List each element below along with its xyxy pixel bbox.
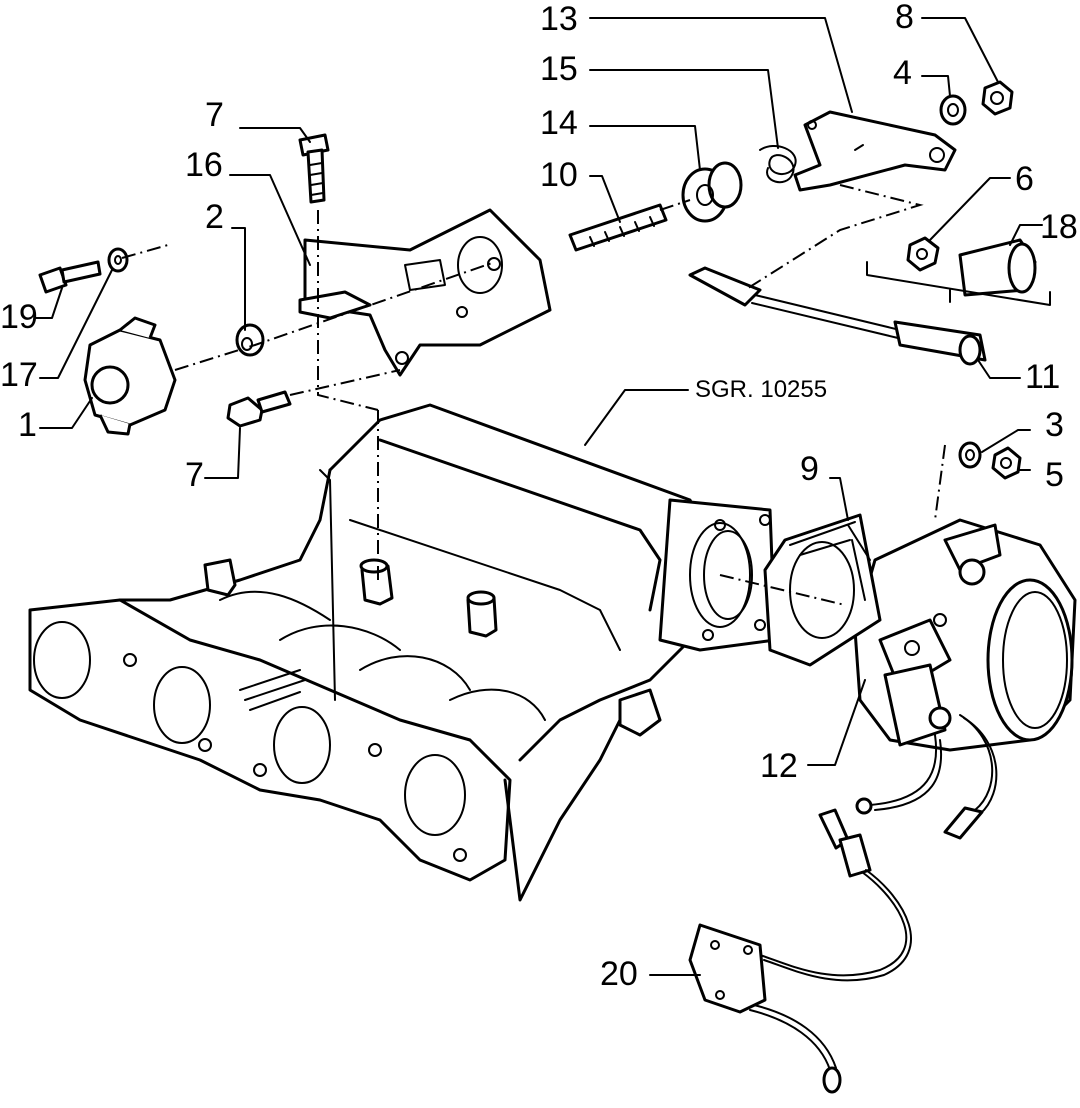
callout-5: 5 <box>1045 456 1064 494</box>
rod-cap <box>958 238 1037 297</box>
linkage-rod <box>688 266 987 366</box>
intake-manifold <box>28 403 777 902</box>
callout-4: 4 <box>893 54 912 92</box>
return-spring <box>759 145 797 184</box>
gasket <box>763 513 882 667</box>
callout-13: 13 <box>540 0 578 38</box>
temperature-sensor <box>688 808 912 1094</box>
group-bracket-6-18 <box>866 261 1051 306</box>
callout-19: 19 <box>0 298 38 336</box>
clip <box>235 323 265 357</box>
leader-lines <box>35 17 1043 976</box>
callout-6: 6 <box>1015 160 1034 198</box>
nut-throttle <box>991 446 1022 480</box>
callout-3: 3 <box>1045 406 1064 444</box>
throttle-position-sensor <box>83 316 177 436</box>
callout-12: 12 <box>760 747 798 785</box>
callout-17: 17 <box>0 356 38 394</box>
washer-throttle <box>958 441 982 469</box>
callout-18: 18 <box>1040 208 1078 246</box>
callout-10: 10 <box>540 156 578 194</box>
callout-7-lower: 7 <box>185 456 204 494</box>
callouts: 7 16 2 19 17 1 7 13 15 14 10 8 4 6 18 11… <box>0 0 1078 993</box>
callout-14: 14 <box>540 104 578 142</box>
callout-9: 9 <box>800 450 819 488</box>
callout-16: 16 <box>185 146 223 184</box>
callout-11: 11 <box>1025 358 1060 396</box>
callout-7-upper: 7 <box>205 96 224 134</box>
callout-20: 20 <box>600 955 638 993</box>
screw <box>38 260 102 294</box>
nut-rod <box>906 236 940 272</box>
bolt-lower <box>226 390 292 428</box>
washer-lever <box>939 94 967 126</box>
throttle-lever <box>793 110 957 192</box>
callout-8: 8 <box>895 0 914 36</box>
bolt-upper <box>298 133 330 204</box>
callout-15: 15 <box>540 50 578 88</box>
throttle-body <box>853 518 1077 752</box>
nut-lever <box>981 80 1014 116</box>
throttle-wiring <box>855 714 998 840</box>
assembly-lines <box>121 184 946 606</box>
support-bracket <box>298 208 552 377</box>
callout-1: 1 <box>18 406 37 444</box>
drawing-reference: SGR. 10255 <box>695 376 827 403</box>
bushing <box>681 161 743 223</box>
stud <box>568 203 668 252</box>
washer-small <box>107 247 129 273</box>
callout-2: 2 <box>205 198 224 236</box>
